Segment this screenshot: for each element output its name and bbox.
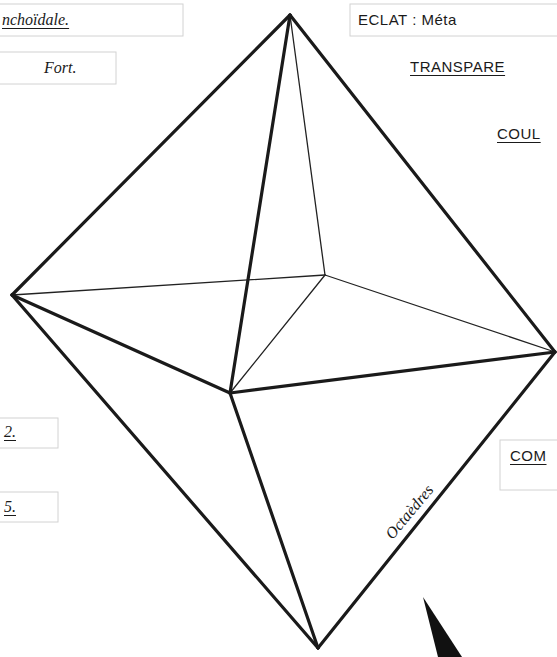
- property-value: 5.: [4, 497, 16, 517]
- property-heading: ECLAT : Méta: [358, 10, 457, 30]
- property-value: 2.: [4, 422, 16, 442]
- property-heading: COM: [510, 446, 547, 466]
- property-text: nchoïdale.: [2, 10, 69, 30]
- pen-tip: [423, 597, 462, 657]
- property-heading: COUL: [497, 124, 541, 144]
- property-text: Fort.: [44, 58, 76, 78]
- property-heading: TRANSPARE: [410, 57, 505, 77]
